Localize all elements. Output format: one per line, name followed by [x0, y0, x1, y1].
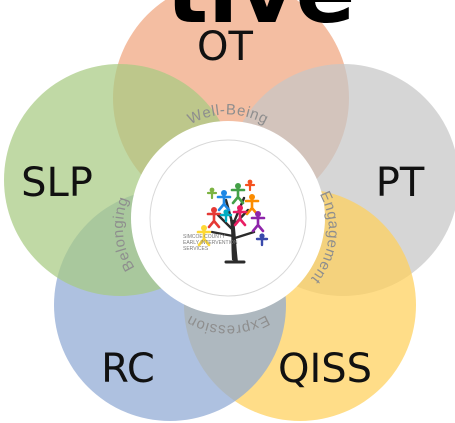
center-disk — [131, 121, 325, 315]
label-rc: RC — [101, 346, 155, 392]
tree-of-people-icon — [196, 179, 269, 264]
label-slp: SLP — [21, 160, 93, 206]
label-qiss: QISS — [278, 346, 372, 392]
label-pt: PT — [376, 160, 425, 206]
org-line-3: SERVICES — [183, 246, 209, 252]
center-inner-ring — [149, 139, 307, 297]
org-line-2: EARLY INTERVENTION — [183, 240, 238, 246]
org-line-1: SIMCOE COUNTY — [183, 234, 226, 240]
people-figures — [196, 179, 269, 247]
org-name: SIMCOE COUNTY EARLY INTERVENTION SERVICE… — [183, 234, 238, 252]
label-ot: OT — [197, 24, 253, 70]
